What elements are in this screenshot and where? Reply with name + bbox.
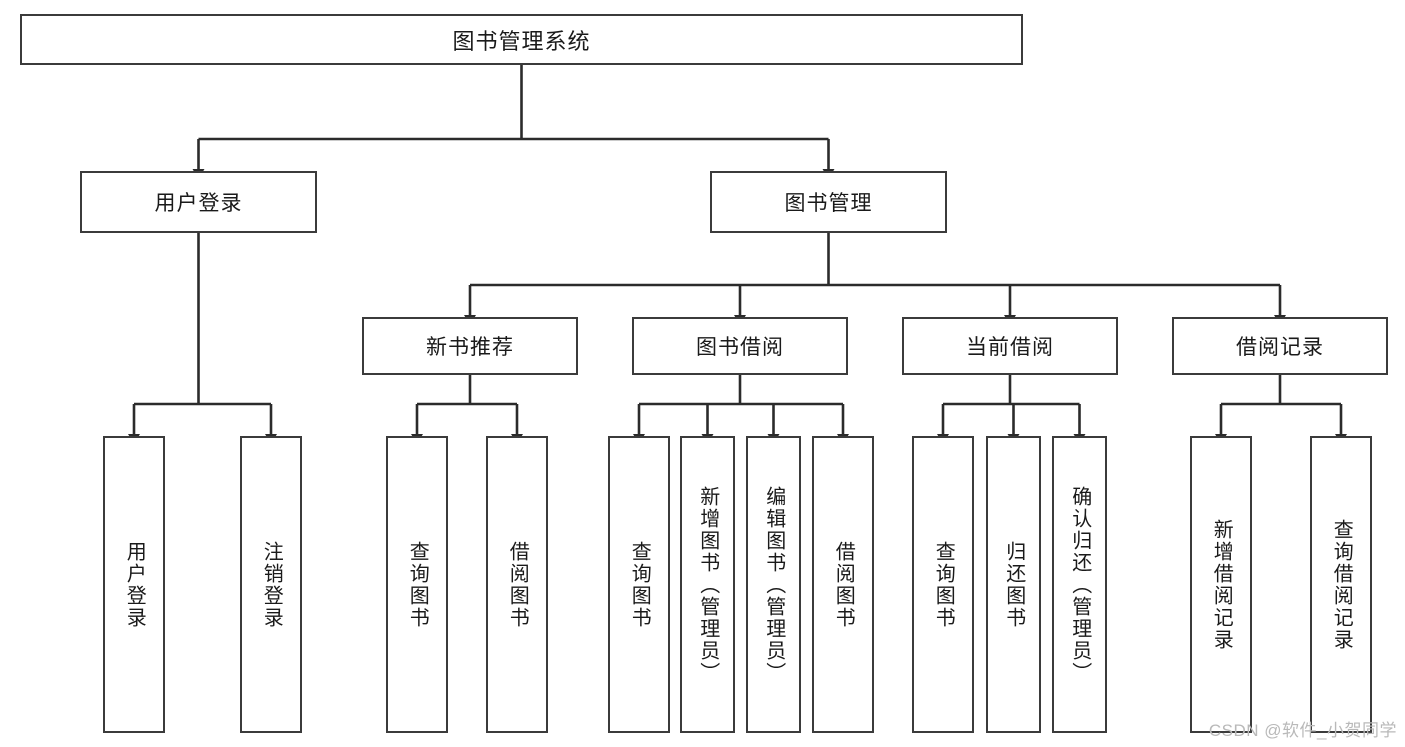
node-book-management[interactable]: 图书管理 [710, 171, 947, 233]
node-leaf-query-record[interactable]: 查询借阅记录 [1310, 436, 1372, 733]
node-label: 借阅图书 [506, 540, 529, 629]
node-user-login[interactable]: 用户登录 [80, 171, 317, 233]
node-label: 编辑图书（管理员） [762, 485, 785, 684]
node-label: 用户登录 [123, 540, 146, 629]
node-leaf-confirm-return[interactable]: 确认归还（管理员） [1052, 436, 1107, 733]
node-label: 图书管理系统 [452, 28, 591, 54]
node-leaf-query-book-1[interactable]: 查询图书 [386, 436, 448, 733]
node-label: 归还图书 [1002, 540, 1025, 629]
node-label: 当前借阅 [966, 336, 1054, 359]
node-label: 用户登录 [154, 192, 243, 215]
node-label: 查询图书 [406, 540, 429, 629]
node-label: 图书管理 [784, 192, 873, 215]
node-new-book-recommend[interactable]: 新书推荐 [362, 317, 578, 375]
node-leaf-borrow-book-1[interactable]: 借阅图书 [486, 436, 548, 733]
node-leaf-logout[interactable]: 注销登录 [240, 436, 302, 733]
node-label: 图书借阅 [696, 336, 784, 359]
node-label: 新增借阅记录 [1210, 518, 1233, 651]
node-leaf-user-login[interactable]: 用户登录 [103, 436, 165, 733]
node-borrow-record[interactable]: 借阅记录 [1172, 317, 1388, 375]
node-leaf-borrow-book-2[interactable]: 借阅图书 [812, 436, 874, 733]
node-leaf-add-book[interactable]: 新增图书（管理员） [680, 436, 735, 733]
node-label: 借阅图书 [832, 540, 855, 629]
node-label: 确认归还（管理员） [1068, 485, 1091, 684]
node-label: 查询借阅记录 [1330, 518, 1353, 651]
node-label: 查询图书 [932, 540, 955, 629]
node-leaf-return-book[interactable]: 归还图书 [986, 436, 1041, 733]
node-root[interactable]: 图书管理系统 [20, 14, 1023, 65]
csdn-watermark: CSDN @软件_小贺同学 [1208, 721, 1397, 740]
node-book-borrow[interactable]: 图书借阅 [632, 317, 848, 375]
node-current-borrow[interactable]: 当前借阅 [902, 317, 1118, 375]
node-leaf-query-book-3[interactable]: 查询图书 [912, 436, 974, 733]
node-leaf-add-record[interactable]: 新增借阅记录 [1190, 436, 1252, 733]
node-label: 新书推荐 [426, 336, 514, 359]
node-label: 查询图书 [628, 540, 651, 629]
node-leaf-query-book-2[interactable]: 查询图书 [608, 436, 670, 733]
node-leaf-edit-book[interactable]: 编辑图书（管理员） [746, 436, 801, 733]
node-label: 注销登录 [260, 540, 283, 629]
node-label: 借阅记录 [1236, 336, 1324, 359]
node-label: 新增图书（管理员） [696, 485, 719, 684]
